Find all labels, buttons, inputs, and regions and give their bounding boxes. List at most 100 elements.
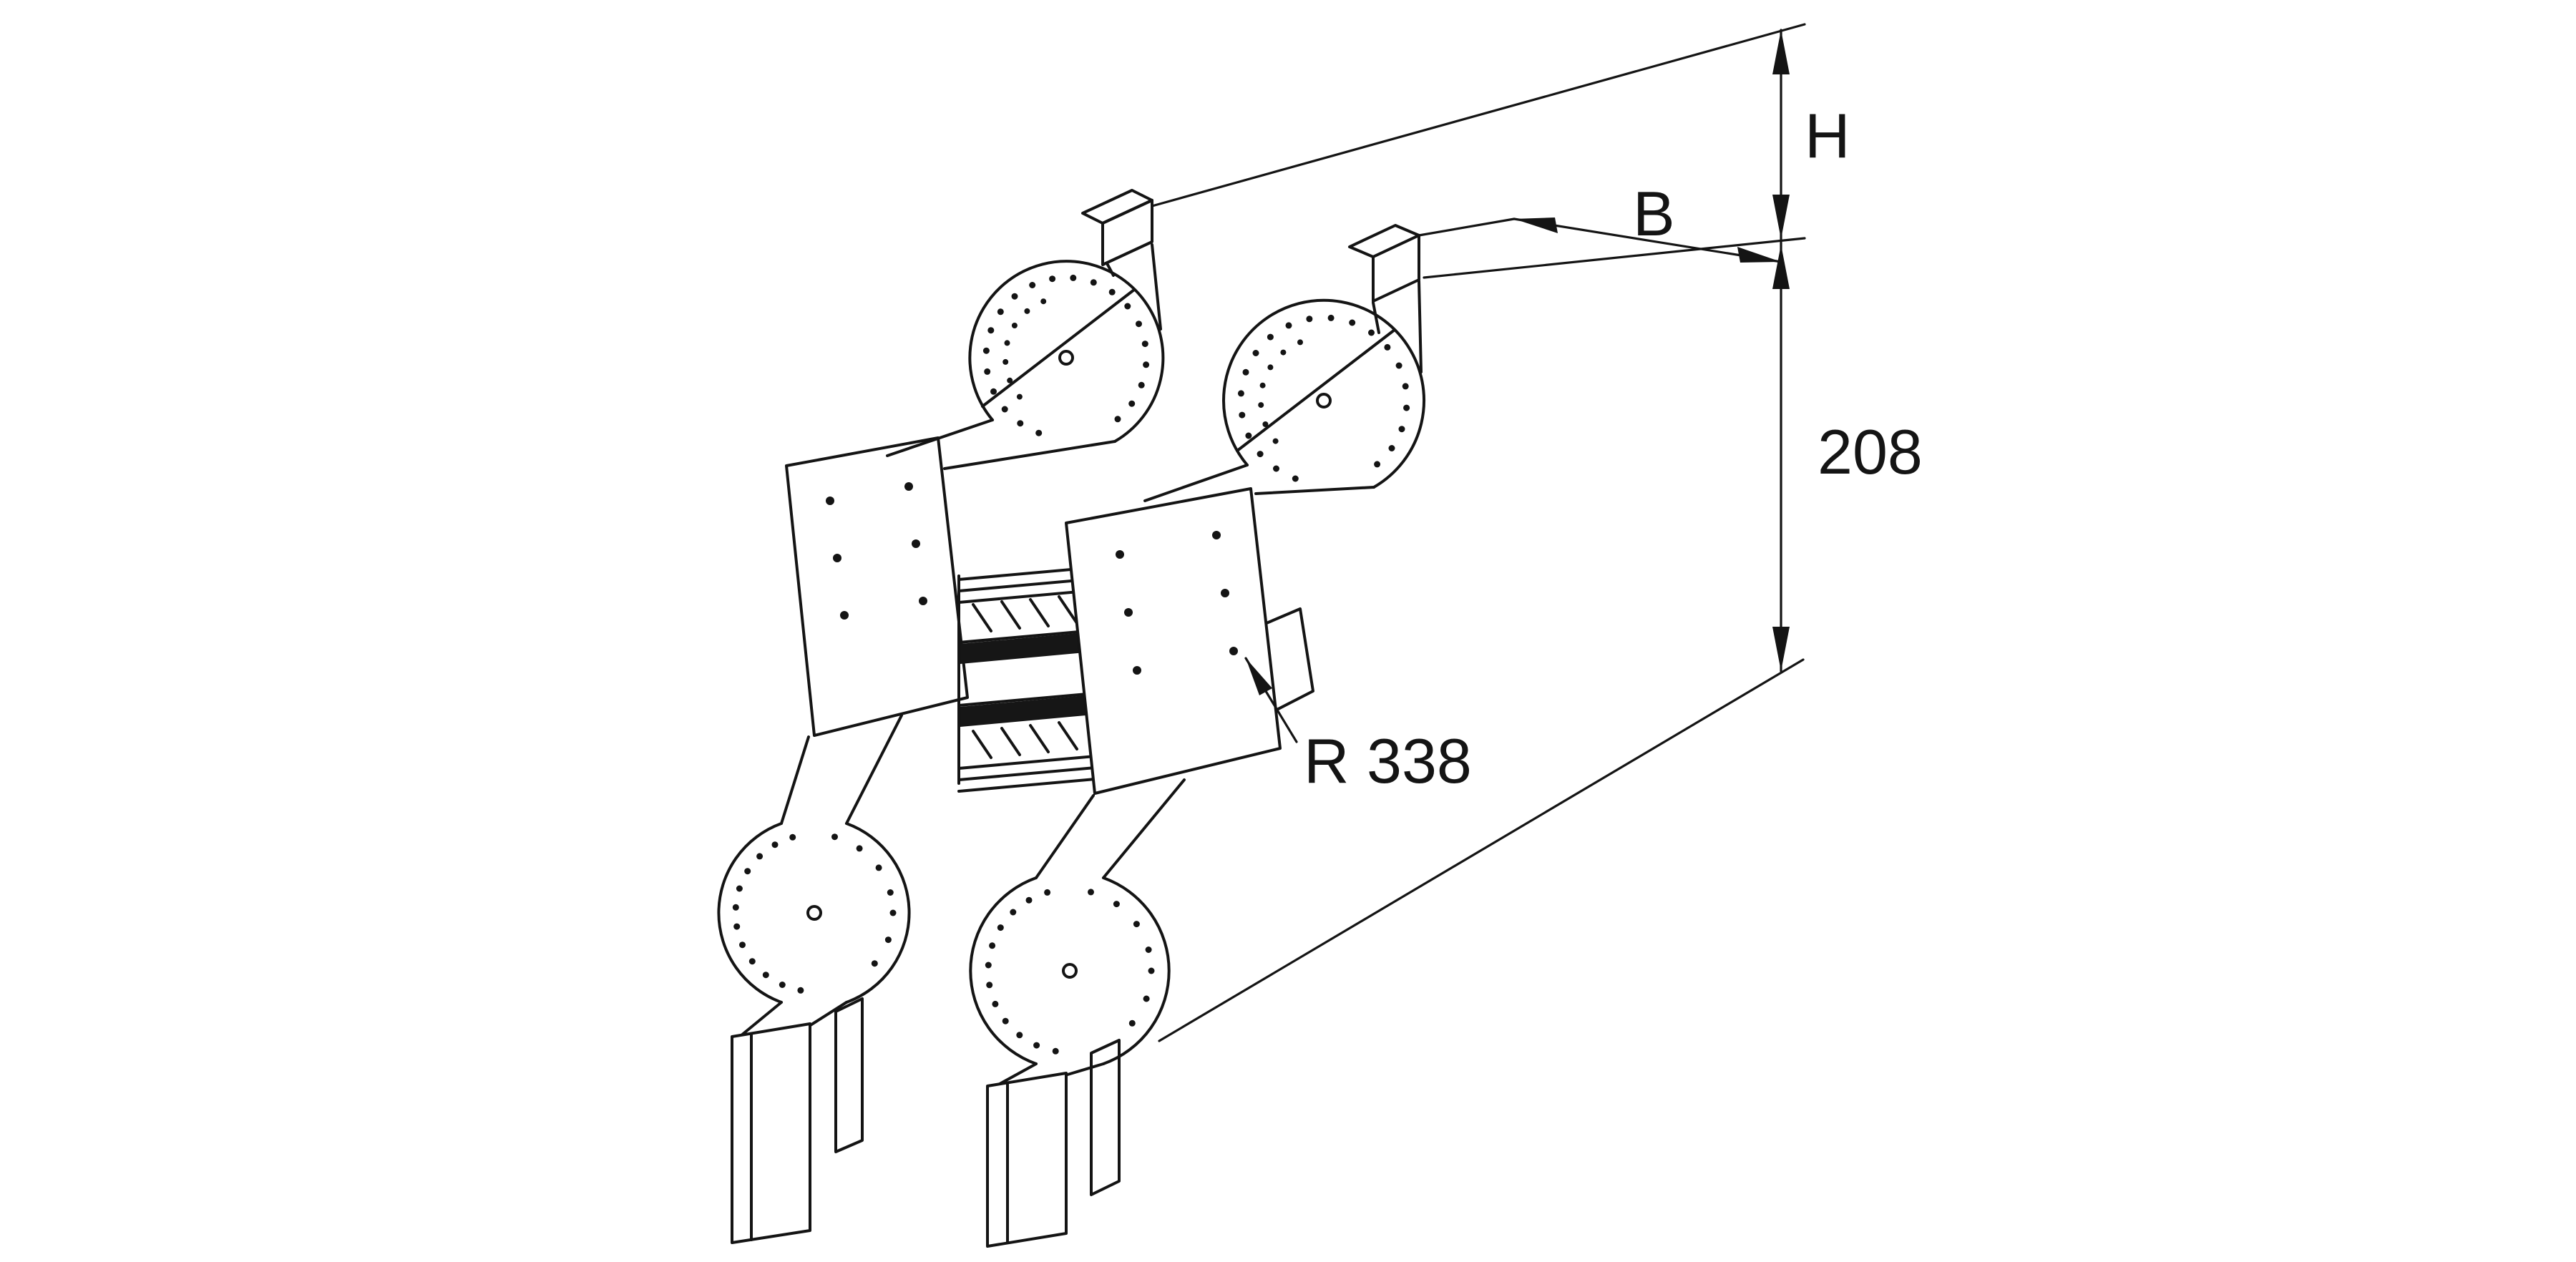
rivet-dot [1128, 400, 1136, 407]
rivet-dot [756, 853, 763, 860]
left-lower-neck [780, 735, 810, 825]
left-upper-rivet-arc [982, 274, 1150, 436]
rivet-dot [875, 864, 882, 871]
left-upper-disc [968, 260, 1165, 443]
rivet-dot [1113, 901, 1120, 908]
rivet-dot [997, 308, 1004, 316]
rivet-dot [1024, 308, 1030, 314]
right-lower-rivet-arc-front [1128, 967, 1155, 1027]
rivet-dot [1148, 967, 1155, 974]
right-flange-edge [1372, 301, 1380, 334]
rivet-dot [1141, 341, 1148, 348]
rivet-dot [1002, 358, 1009, 365]
rivet-dot [789, 833, 796, 841]
rivet-dot [984, 368, 991, 375]
left-upper-disc-chord [981, 288, 1136, 408]
dimension-label-rise: 208 [1818, 416, 1923, 487]
right-lower-disc-right-arc [1102, 876, 1171, 1065]
rivet-dot [1138, 381, 1145, 388]
rivet-dot [1044, 889, 1051, 896]
rivet-dot [1011, 293, 1018, 300]
rivet-dot [1011, 323, 1018, 328]
rivet-dot [982, 347, 990, 354]
right-lower-neck-2 [1102, 778, 1186, 879]
left-lower-disc-right-arc [845, 822, 911, 1004]
rivet-dot [736, 885, 743, 892]
right-upper-rivet-arc-inner [1258, 339, 1303, 444]
dimension-label-h: H [1805, 100, 1850, 171]
rivet-dot [987, 327, 995, 334]
rivet-dot [1001, 406, 1008, 413]
rivet-dot [1049, 275, 1056, 283]
right-plate-bolt-holes [1116, 531, 1238, 675]
h-arrowhead-bottom [1772, 195, 1790, 239]
rivet-dot [831, 833, 838, 841]
radius-arrowhead [1246, 658, 1272, 695]
left-lower-rivet-arc-side [831, 833, 894, 896]
extension-line-top [1151, 23, 1806, 207]
rivet-dot [1025, 896, 1033, 904]
rivet-dot [871, 960, 878, 967]
rivet-dot [1133, 921, 1140, 928]
rivet-dot [1088, 889, 1094, 896]
right-lower-rivet-arc-side [1088, 889, 1152, 953]
rivet-dot [1327, 314, 1335, 321]
rivet-dot [1143, 361, 1150, 368]
rivet-dot [1004, 340, 1010, 346]
rivet-dot [1017, 420, 1024, 427]
b-extension-line [1418, 217, 1516, 237]
rivet-dot [1114, 416, 1121, 423]
right-flange-edge-2 [1418, 280, 1423, 373]
rivet-dot [1016, 393, 1023, 400]
rise-arrowhead-top [1772, 245, 1790, 289]
rivet-dot [985, 962, 992, 969]
left-rail [717, 189, 1165, 1244]
rung [957, 778, 1096, 793]
rivet-dot [1124, 303, 1131, 310]
rivet-dot [1285, 322, 1292, 329]
left-flange-edge-2 [1151, 243, 1162, 331]
right-foot [986, 1072, 1068, 1248]
right-upper-rivet-arc [1237, 314, 1410, 482]
dimension-lines [1151, 23, 1806, 1042]
left-upper-neck [886, 419, 994, 457]
rivet-dot [992, 1000, 999, 1007]
rung [957, 766, 1096, 781]
left-disc-foot-edge-2 [808, 1001, 848, 1027]
left-flange-edge [1106, 263, 1115, 277]
left-foot-tab [834, 997, 864, 1153]
dimension-labels: H B 208 R 338 [1304, 100, 1923, 796]
rivet-dot [1384, 343, 1391, 351]
rung [957, 692, 1096, 707]
rung-dark-bar [960, 695, 1093, 727]
left-upper-rivet-arc-inner [1002, 298, 1047, 400]
rivet-dot [1145, 946, 1152, 953]
rivet-dot [1272, 438, 1279, 444]
left-lower-neck-2 [845, 714, 903, 825]
rivet-dot [989, 942, 996, 949]
rivet-dot [1252, 350, 1259, 356]
rivet-dot [732, 904, 739, 911]
rivet-dot [1010, 909, 1017, 916]
right-rail [969, 224, 1426, 1248]
dimension-label-radius: R 338 [1304, 725, 1472, 796]
extension-line-middle [1423, 237, 1806, 279]
rivet-dot [1239, 411, 1246, 419]
rivet-dot [1016, 1032, 1023, 1039]
rivet-dot [856, 845, 863, 852]
right-lower-neck [1035, 794, 1095, 879]
left-disc-foot-edge [736, 1001, 783, 1040]
rivet-dot [1040, 298, 1047, 305]
h-arrowhead-top [1772, 30, 1790, 74]
rivet-dot [733, 923, 741, 930]
rivet-dot [771, 841, 779, 848]
rivet-dot [1128, 1019, 1136, 1027]
rivet-dot [1257, 451, 1264, 458]
rivet-dot [1306, 316, 1313, 323]
b-dimension-line [1513, 217, 1782, 263]
rivet-dot [887, 889, 894, 896]
right-splice-plate [1065, 487, 1282, 795]
rivet-dot [779, 982, 786, 988]
right-disc-foot-edge-2 [1066, 1062, 1105, 1076]
